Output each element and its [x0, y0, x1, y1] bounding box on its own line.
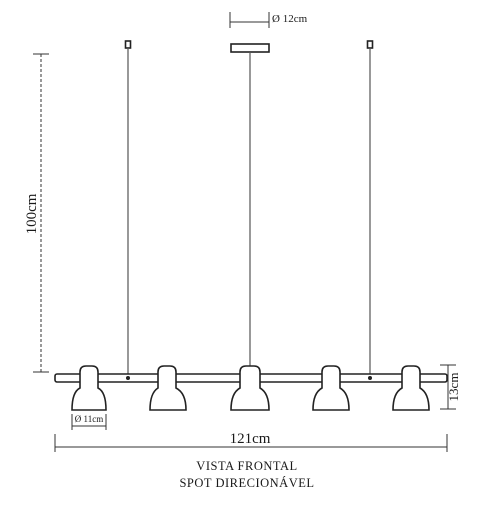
width-dimension: 121cm: [54, 431, 448, 452]
left-cable-anchor: [124, 40, 132, 49]
shade-diameter-dimension: Ø 11cm: [71, 414, 107, 430]
spot-shade-3: [230, 365, 270, 411]
shade-2-body: [149, 365, 187, 411]
canopy-diameter-dimension: Ø 12cm: [229, 12, 308, 28]
shade-1-body: [71, 365, 107, 411]
shade-5-body: [392, 365, 430, 411]
suspension-cables: [124, 40, 374, 378]
shade-height-label: 13cm: [446, 373, 461, 402]
shade-diameter-label: Ø 11cm: [75, 414, 103, 424]
ceiling-canopy: [230, 43, 270, 53]
spot-shade-4: [312, 365, 350, 411]
spot-shade-1: [71, 365, 107, 411]
spot-shade-2: [149, 365, 187, 411]
shade-height-dimension: 13cm: [440, 364, 461, 410]
width-label: 121cm: [230, 431, 271, 447]
caption-line-2: SPOT DIRECIONÁVEL: [179, 476, 314, 490]
spot-shade-5: [392, 365, 430, 411]
shade-3-body: [230, 365, 270, 411]
shade-4-body: [312, 365, 350, 411]
caption-line-1: VISTA FRONTAL: [196, 459, 297, 473]
right-cable-joint: [368, 376, 372, 380]
height-dimension: 100cm: [24, 53, 49, 373]
left-cable-joint: [126, 376, 130, 380]
right-cable-anchor: [366, 40, 374, 49]
height-label: 100cm: [24, 193, 40, 234]
canopy-diameter-label: Ø 12cm: [272, 13, 308, 25]
